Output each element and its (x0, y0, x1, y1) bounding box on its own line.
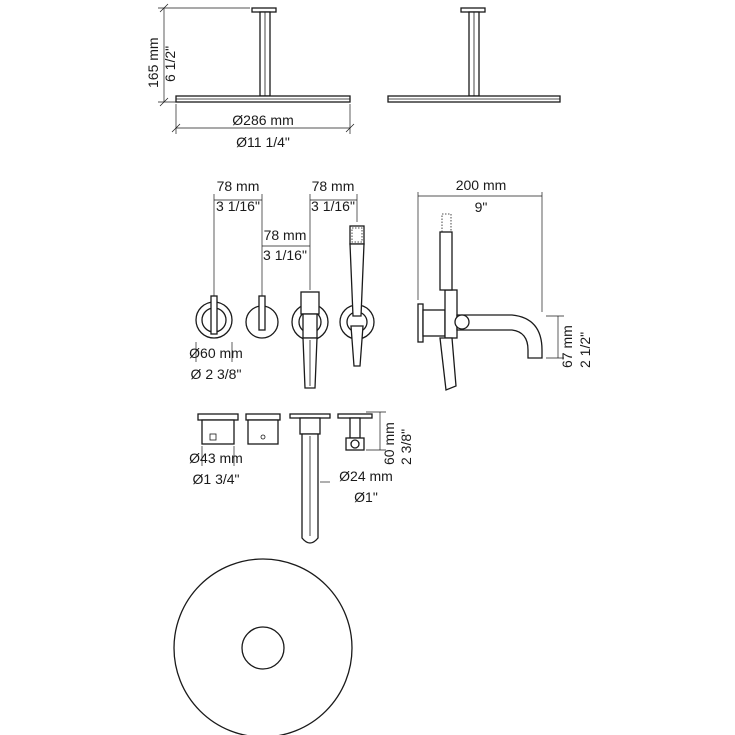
shower-head-diameter-dimension (171, 104, 355, 134)
handle-side-middle (245, 413, 281, 445)
spout-side-vertical (289, 413, 331, 544)
spout-diameter-dimension (301, 478, 330, 486)
hand-shower-holder-side (337, 413, 373, 451)
mixer-trim-middle (245, 295, 279, 339)
ceiling-shower-right (387, 7, 561, 103)
spout-height-in: 2 1/2" (577, 332, 593, 368)
spacing-b-in: 3 1/16" (263, 247, 307, 263)
holder-depth-dimension (366, 411, 386, 451)
spacing-c-in: 3 1/16" (311, 198, 355, 214)
handle-side-left (197, 413, 239, 445)
spacing-a-in: 3 1/16" (216, 198, 260, 214)
trim-diameter-dimension (195, 342, 233, 362)
ceiling-height-mm: 165 mm (145, 37, 161, 88)
trim-diameter-in: Ø 2 3/8" (191, 366, 242, 382)
spacing-dimension-c (309, 194, 358, 240)
handle-diameter-in: Ø1 3/4" (193, 471, 240, 487)
handle-diameter-mm: Ø43 mm (189, 450, 243, 466)
hand-shower-front (339, 225, 375, 367)
spout-reach-dimension (417, 192, 543, 312)
shower-head-diameter-in: Ø11 1/4" (236, 134, 290, 150)
shower-head-plan-view (173, 558, 353, 735)
spout-reach-in: 9" (475, 199, 488, 215)
spout-diameter-in: Ø1" (354, 489, 378, 505)
handle-diameter-dimension (201, 446, 235, 466)
spacing-dimension-b (261, 240, 311, 296)
spacing-b-mm: 78 mm (264, 227, 307, 243)
spacing-dimension-a (213, 194, 263, 296)
ceiling-height-in: 6 1/2" (162, 46, 178, 82)
holder-depth-in: 2 3/8" (398, 429, 414, 465)
spout-height-dimension (546, 315, 564, 359)
spout-height-mm: 67 mm (559, 325, 575, 368)
ceiling-height-dimension (158, 3, 250, 107)
holder-depth-mm: 60 mm (381, 422, 397, 465)
ceiling-shower-left (175, 7, 351, 103)
trim-diameter-mm: Ø60 mm (189, 345, 243, 361)
spacing-a-mm: 78 mm (217, 178, 260, 194)
spacing-c-mm: 78 mm (312, 178, 355, 194)
diverter-with-lever (291, 291, 329, 389)
spout-reach-mm: 200 mm (456, 177, 507, 193)
spout-side-view (417, 213, 543, 391)
mixer-trim-left (195, 295, 233, 339)
spout-diameter-mm: Ø24 mm (339, 468, 393, 484)
shower-head-diameter-mm: Ø286 mm (232, 112, 293, 128)
